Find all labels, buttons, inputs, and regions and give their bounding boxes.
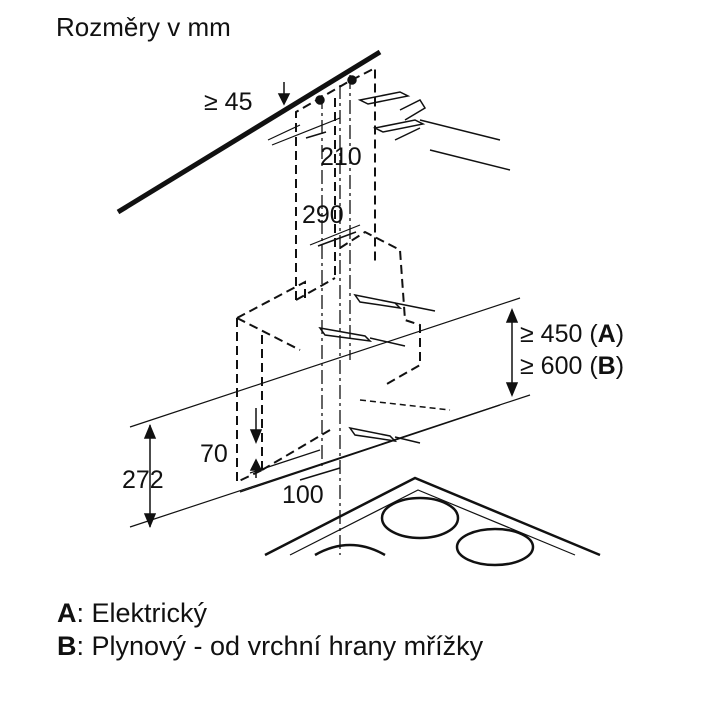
legend-item-a: A: Elektrický: [57, 598, 208, 628]
dim-hob-distance-a: ≥ 450 (A): [520, 320, 624, 348]
dim-height-272: 272: [122, 466, 164, 494]
ceiling-line: [116, 49, 382, 215]
dimension-arrows: [143, 82, 519, 528]
dim-offset-70: 70: [200, 440, 228, 468]
cooktop: [264, 476, 601, 567]
wall-plugs-and-screws: [315, 75, 511, 444]
cooking-zone: [314, 543, 386, 557]
dim-hob-distance-b: ≥ 600 (B): [520, 352, 624, 380]
wall-reference-lines: [129, 117, 531, 528]
upper-chimney-outline: [295, 66, 376, 301]
dim-ceiling-gap: ≥ 45: [204, 88, 252, 116]
cooking-zone: [455, 527, 535, 567]
dim-offset-100: 100: [282, 481, 324, 509]
legend-item-b: B: Plynový - od vrchní hrany mřížky: [57, 631, 484, 661]
diagram-title: Rozměry v mm: [56, 12, 231, 42]
hood-body-outline: [236, 230, 421, 484]
dim-bracket-width: 210: [320, 143, 362, 171]
dim-chimney-width: 290: [302, 201, 344, 229]
cooking-zone: [380, 496, 460, 540]
